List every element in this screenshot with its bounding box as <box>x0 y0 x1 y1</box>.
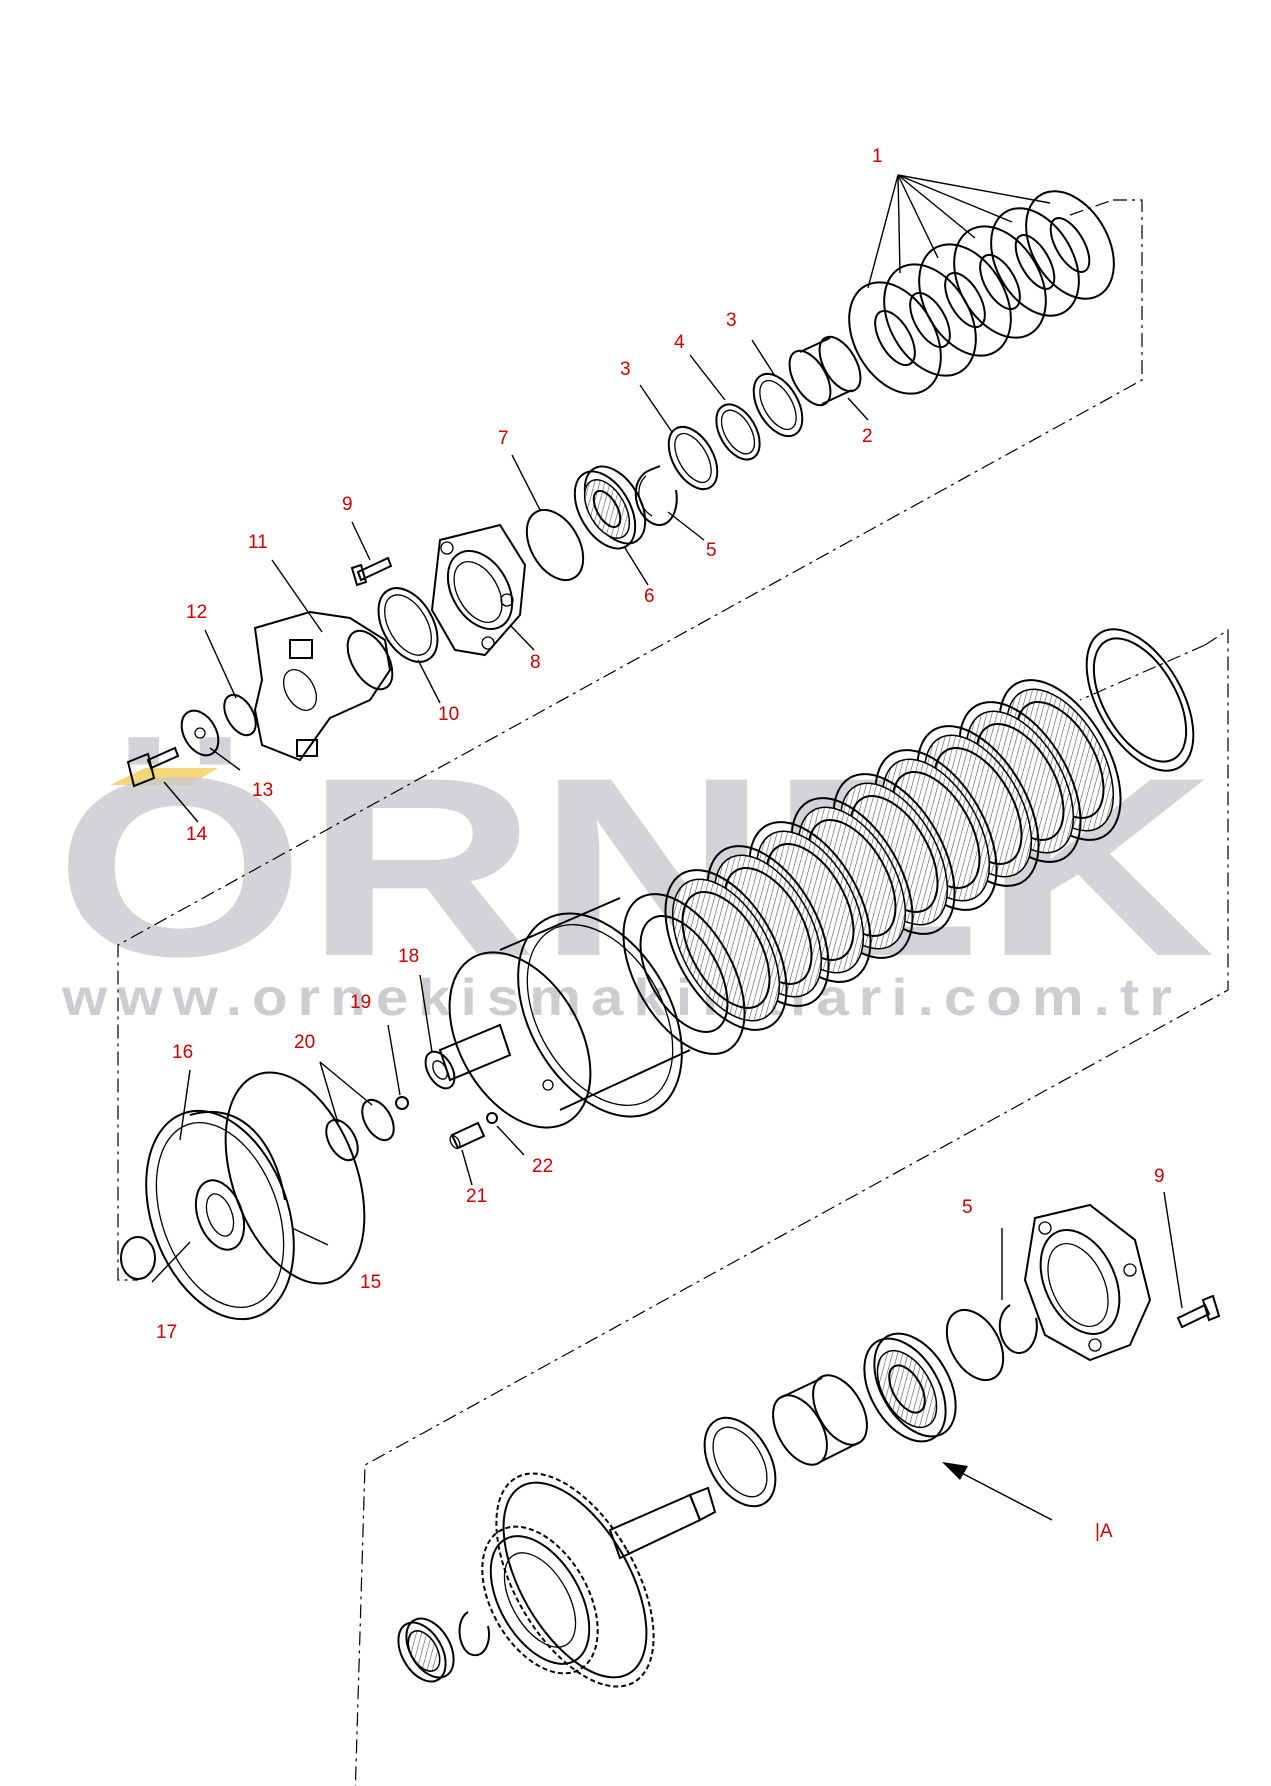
callout-17: 17 <box>156 1322 177 1343</box>
lower-seal <box>703 1416 777 1508</box>
callout-20: 20 <box>294 1032 315 1053</box>
callout-13: 13 <box>252 780 273 801</box>
part-2-sleeve <box>788 335 862 407</box>
part-8-flange-housing <box>430 523 527 657</box>
part-9-bolt-upper <box>350 556 393 587</box>
callout-1: 1 <box>872 146 883 167</box>
part-16-piston <box>145 1109 295 1321</box>
part-6-bearing <box>573 465 647 550</box>
part-12-o-ring <box>223 693 257 737</box>
callout-4: 4 <box>674 332 685 353</box>
callout-9: 9 <box>342 494 353 515</box>
part-3-4-shim-rings <box>667 372 804 491</box>
part-5-snap-ring <box>634 465 678 526</box>
part-7-o-ring <box>525 508 585 582</box>
part-18-clutch-drum <box>424 897 691 1129</box>
callouts: 1 2 3 3 4 5 5 6 7 8 9 9 10 11 12 13 14 1… <box>156 146 1165 1542</box>
callout-12: 12 <box>186 602 207 623</box>
lower-flange-housing <box>1023 1203 1152 1362</box>
part-9-bolt-lower <box>1176 1294 1221 1329</box>
part-11-yoke <box>253 610 394 762</box>
part-22-ball <box>486 1112 498 1124</box>
part-19-nut <box>395 1096 409 1110</box>
clutch-plate-pack <box>622 628 1195 1055</box>
lower-gear-shaft <box>481 1472 717 1688</box>
lower-snap-ring <box>458 1611 490 1657</box>
part-13-washer <box>180 709 220 757</box>
callout-8: 8 <box>530 652 541 673</box>
callout-2: 2 <box>862 426 873 447</box>
lower-bearing-front <box>863 1332 957 1443</box>
callout-10: 10 <box>438 704 459 725</box>
view-label: |A <box>1095 1521 1113 1542</box>
lower-bearing-rear <box>397 1617 455 1683</box>
part-10-seal <box>377 587 439 663</box>
watermark-accent-mark <box>110 768 218 785</box>
part-15-large-o-ring <box>224 1071 366 1285</box>
lower-shim-ring <box>945 1308 1005 1382</box>
callout-18: 18 <box>398 946 419 967</box>
callout-9: 9 <box>1154 1166 1165 1187</box>
lower-sleeve <box>772 1374 868 1466</box>
callout-5: 5 <box>706 540 717 561</box>
assembly-boundaries <box>117 199 1229 1786</box>
part-21-pin <box>449 1121 486 1150</box>
callout-3: 3 <box>620 359 631 380</box>
part-17-small-o-ring <box>120 1236 156 1280</box>
callout-19: 19 <box>350 992 371 1013</box>
part-1-disc-stack <box>848 190 1115 395</box>
watermark-url: www.ornekismakinalari.com.tr <box>61 969 1182 1027</box>
callout-16: 16 <box>172 1042 193 1063</box>
callout-5: 5 <box>962 1197 973 1218</box>
part-20-snap-rings <box>325 1098 395 1162</box>
part-5-snap-ring-lower <box>998 1304 1038 1354</box>
callout-21: 21 <box>466 1186 487 1207</box>
callout-3: 3 <box>726 310 737 331</box>
callout-14: 14 <box>186 824 208 845</box>
view-arrow <box>942 1462 1053 1521</box>
callout-6: 6 <box>644 586 655 607</box>
callout-11: 11 <box>248 532 268 553</box>
leader-lines <box>151 174 1183 1309</box>
callout-15: 15 <box>360 1272 381 1293</box>
part-14-bolt <box>126 746 180 788</box>
callout-7: 7 <box>498 428 509 449</box>
callout-22: 22 <box>532 1156 553 1177</box>
